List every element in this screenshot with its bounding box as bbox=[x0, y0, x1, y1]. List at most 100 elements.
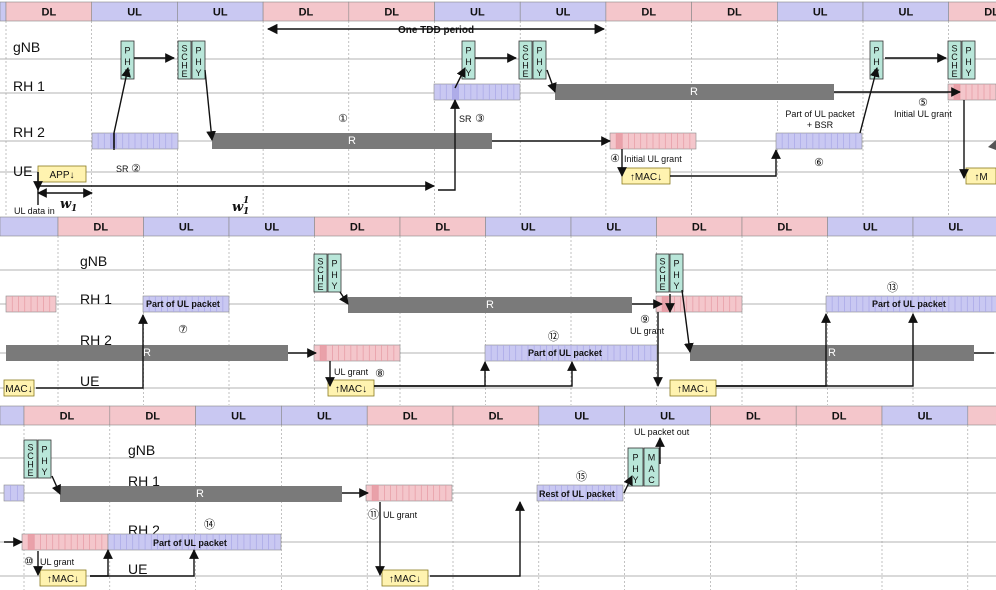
tdd-slot-label: DL bbox=[984, 7, 996, 19]
tdd-slot-label: UL bbox=[918, 411, 933, 423]
hatched-block bbox=[21, 533, 109, 551]
phy-box: PHY bbox=[461, 40, 476, 80]
svg-text:H: H bbox=[124, 57, 131, 67]
svg-text:H: H bbox=[673, 270, 680, 280]
svg-text:Y: Y bbox=[41, 467, 47, 477]
svg-text:MAC↓: MAC↓ bbox=[5, 384, 32, 395]
svg-text:Y: Y bbox=[331, 281, 337, 291]
svg-text:↑MAC↓: ↑MAC↓ bbox=[47, 574, 79, 585]
svg-text:↑M: ↑M bbox=[974, 172, 987, 183]
svg-text:w: w bbox=[60, 197, 72, 212]
step-12-marker: ⑫ bbox=[548, 330, 559, 343]
hatched-block bbox=[825, 295, 996, 313]
step-8-marker: ⑧ bbox=[375, 367, 385, 380]
svg-text:H: H bbox=[659, 273, 666, 283]
step-9-marker: ⑨ bbox=[640, 313, 650, 326]
svg-text:H: H bbox=[965, 57, 972, 67]
relay-bar-label: R bbox=[196, 488, 204, 500]
svg-text:H: H bbox=[951, 60, 958, 70]
svg-text:H: H bbox=[27, 459, 34, 469]
svg-text:P: P bbox=[465, 46, 471, 56]
step-5-marker: ⑤ bbox=[918, 96, 928, 109]
tdd-slot-label: DL bbox=[832, 411, 847, 423]
svg-text:P: P bbox=[536, 46, 542, 56]
tdd-period-label: One TDD period bbox=[398, 25, 474, 36]
slot-grid-3 bbox=[23, 425, 969, 590]
relay-bar-label: R bbox=[690, 86, 698, 98]
svg-text:H: H bbox=[522, 60, 529, 70]
tdd-slot-label: UL bbox=[179, 222, 194, 234]
svg-text:C: C bbox=[27, 451, 34, 461]
tdd-slot-label: DL bbox=[350, 222, 365, 234]
rest-of-ul-packet-label: Rest of UL packet bbox=[539, 489, 615, 499]
tdd-slot-label: DL bbox=[727, 7, 742, 19]
relay-bar-rh1-3 bbox=[60, 486, 342, 502]
svg-text:w: w bbox=[232, 200, 244, 215]
tdd-slot-label: UL bbox=[556, 7, 571, 19]
processing-boxes: PHYSCHEPHYPHYSCHEPHYPHYSCHEPHYSCHEPHYSCH… bbox=[23, 40, 976, 487]
ul-grant-label: UL grant bbox=[334, 367, 369, 377]
svg-text:C: C bbox=[317, 265, 324, 275]
svg-text:P: P bbox=[632, 453, 638, 463]
row-lines-2 bbox=[0, 269, 996, 389]
mac-box-partial: ↑M bbox=[965, 167, 996, 185]
row-label-rh1: RH 1 bbox=[128, 473, 160, 489]
hatched-block bbox=[433, 83, 521, 101]
part-bsr-label-2: + BSR bbox=[807, 120, 834, 130]
svg-text:S: S bbox=[181, 43, 187, 53]
tdd-slot-label: DL bbox=[435, 222, 450, 234]
row-label-rh1: RH 1 bbox=[13, 78, 45, 94]
svg-text:S: S bbox=[659, 256, 665, 266]
svg-text:↑MAC↓: ↑MAC↓ bbox=[335, 384, 367, 395]
phy-box: PHY bbox=[191, 40, 206, 80]
svg-text:Y: Y bbox=[536, 68, 542, 78]
tdd-slot-label: DL bbox=[746, 411, 761, 423]
svg-text:H: H bbox=[181, 60, 188, 70]
svg-text:Y: Y bbox=[632, 475, 638, 485]
svg-text:P: P bbox=[873, 46, 879, 56]
svg-text:S: S bbox=[951, 43, 957, 53]
hatched-block bbox=[107, 533, 282, 551]
hatched-block bbox=[5, 295, 57, 313]
hatched-block bbox=[484, 344, 658, 362]
relay-bar-rh2-3 bbox=[690, 345, 974, 361]
svg-text:E: E bbox=[181, 69, 187, 79]
svg-text:1: 1 bbox=[243, 207, 249, 217]
tdd-slot-label: UL bbox=[606, 222, 621, 234]
tdd-slot-label: DL bbox=[60, 411, 75, 423]
tdd-slot-partial bbox=[0, 1, 7, 22]
svg-text:Y: Y bbox=[465, 68, 471, 78]
svg-text:H: H bbox=[331, 270, 338, 280]
mac-box: ↑MAC↓ bbox=[381, 569, 429, 587]
continuation-marker bbox=[988, 140, 996, 150]
tdd-slot-label: UL bbox=[948, 222, 963, 234]
relay-bar-rh1-1 bbox=[555, 84, 834, 100]
flow-arrows bbox=[4, 53, 994, 577]
hatched-block bbox=[609, 132, 697, 150]
ul-data-in-label: UL data in bbox=[14, 206, 55, 216]
tdd-slot-partial bbox=[0, 216, 59, 237]
svg-text:S: S bbox=[522, 43, 528, 53]
ul-grant-label: UL grant bbox=[40, 557, 75, 567]
svg-text:↑MAC↓: ↑MAC↓ bbox=[677, 384, 709, 395]
initial-ul-grant-label: Initial UL grant bbox=[624, 154, 682, 164]
phy-box: PHY bbox=[961, 40, 976, 80]
hatched-block bbox=[655, 295, 743, 313]
tdd-slot-label: UL bbox=[317, 411, 332, 423]
tdd-slot-label: DL bbox=[384, 7, 399, 19]
tdd-slot-label: UL bbox=[231, 411, 246, 423]
tdd-slot-label: DL bbox=[42, 7, 57, 19]
step-2-marker: ② bbox=[131, 162, 141, 175]
mac-processing-box: MAC bbox=[643, 447, 660, 487]
svg-text:S: S bbox=[317, 256, 323, 266]
svg-text:Y: Y bbox=[195, 68, 201, 78]
svg-text:C: C bbox=[951, 52, 958, 62]
svg-text:H: H bbox=[465, 57, 472, 67]
hatched-block bbox=[536, 484, 624, 502]
step-1-marker: ① bbox=[338, 112, 348, 125]
svg-text:C: C bbox=[648, 475, 655, 485]
